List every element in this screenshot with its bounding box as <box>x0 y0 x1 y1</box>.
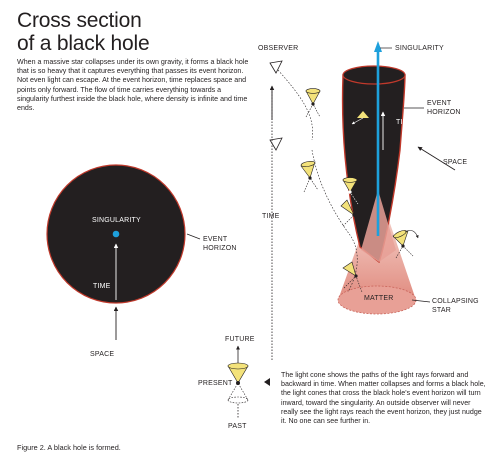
funnel-top <box>342 65 406 85</box>
collapsing-star-leader <box>411 299 431 303</box>
cone-tilt-arrow <box>404 230 419 239</box>
event-horizon-leader <box>186 233 201 240</box>
legend-pointer <box>264 378 270 386</box>
left-singularity-label: SINGULARITY <box>92 217 141 224</box>
page-title: Cross section of a black hole <box>17 9 150 55</box>
future-label: FUTURE <box>225 336 255 343</box>
future-cone-rim <box>227 362 249 370</box>
observer-eye-2 <box>269 137 283 151</box>
observer-label: OBSERVER <box>258 45 299 52</box>
past-cone-rim <box>227 396 249 404</box>
past-cone <box>227 382 249 401</box>
past-label: PAST <box>228 423 247 430</box>
light-cone-1 <box>305 88 321 118</box>
legend-light-cone <box>227 345 270 418</box>
light-cone-6 <box>342 261 363 293</box>
collapsing-label: COLLAPSING <box>432 298 479 305</box>
figure-caption: Figure 2. A black hole is formed. <box>17 443 121 452</box>
light-cone-inner-small <box>351 111 369 125</box>
light-cone-explanation: The light cone shows the paths of the li… <box>281 371 486 426</box>
light-cone-2 <box>300 161 319 193</box>
light-cone-4 <box>340 199 360 233</box>
singularity-dot <box>112 230 120 238</box>
right-event-label: EVENT <box>427 100 452 107</box>
space-arrow-right <box>417 146 456 171</box>
right-singularity-label: SINGULARITY <box>395 45 444 52</box>
title-line-1: Cross section <box>17 9 142 32</box>
matter-base <box>337 285 417 315</box>
star-label: STAR <box>432 307 451 314</box>
singularity-arrowhead <box>374 41 382 52</box>
right-time-inside-label: TIME <box>396 119 414 126</box>
matter-label: MATTER <box>364 295 394 302</box>
observer-worldline <box>277 69 313 141</box>
left-space-label: SPACE <box>90 351 115 358</box>
right-horizon-label: HORIZON <box>427 109 461 116</box>
left-cross-section <box>46 164 201 340</box>
right-space-label: SPACE <box>443 159 468 166</box>
left-time-label: TIME <box>93 283 111 290</box>
time-axis-label: TIME <box>262 213 280 220</box>
left-horizon-label: HORIZON <box>203 245 237 252</box>
title-line-2: of a black hole <box>17 32 150 55</box>
matter-worldline <box>311 149 358 293</box>
observer-eye-1 <box>269 60 283 74</box>
present-label: PRESENT <box>198 380 233 387</box>
intro-paragraph: When a massive star collapses under its … <box>17 58 249 113</box>
right-funnel <box>269 41 456 360</box>
present-dot <box>236 381 240 385</box>
left-event-label: EVENT <box>203 236 228 243</box>
light-cone-3 <box>342 177 359 205</box>
